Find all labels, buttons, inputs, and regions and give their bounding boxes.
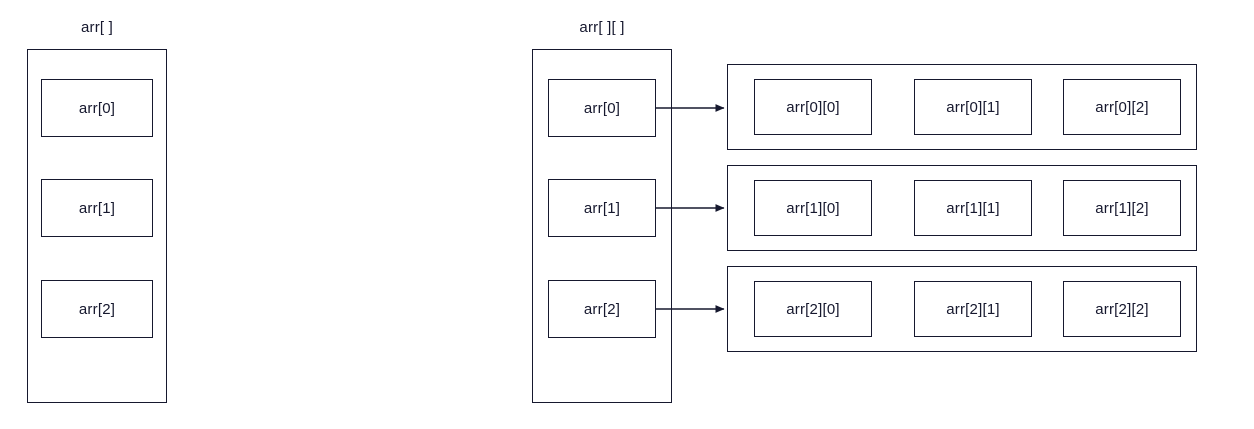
array-2d-cell-1-2: arr[1][2] xyxy=(1063,180,1181,236)
array-2d-cell-1-0: arr[1][0] xyxy=(754,180,872,236)
array-2d-index-cell-0: arr[0] xyxy=(548,79,656,137)
array-2d-cell-1-1: arr[1][1] xyxy=(914,180,1032,236)
array-2d-cell-2-1: arr[2][1] xyxy=(914,281,1032,337)
array-1d-cell-0: arr[0] xyxy=(41,79,153,137)
array-1d-title: arr[ ] xyxy=(80,19,114,36)
array-1d-cell-2: arr[2] xyxy=(41,280,153,338)
array-2d-title: arr[ ][ ] xyxy=(579,19,625,36)
array-2d-cell-2-0: arr[2][0] xyxy=(754,281,872,337)
array-2d-index-cell-1: arr[1] xyxy=(548,179,656,237)
array-1d-cell-1: arr[1] xyxy=(41,179,153,237)
array-2d-cell-0-2: arr[0][2] xyxy=(1063,79,1181,135)
array-2d-index-cell-2: arr[2] xyxy=(548,280,656,338)
array-2d-cell-2-2: arr[2][2] xyxy=(1063,281,1181,337)
array-2d-cell-0-0: arr[0][0] xyxy=(754,79,872,135)
array-2d-cell-0-1: arr[0][1] xyxy=(914,79,1032,135)
